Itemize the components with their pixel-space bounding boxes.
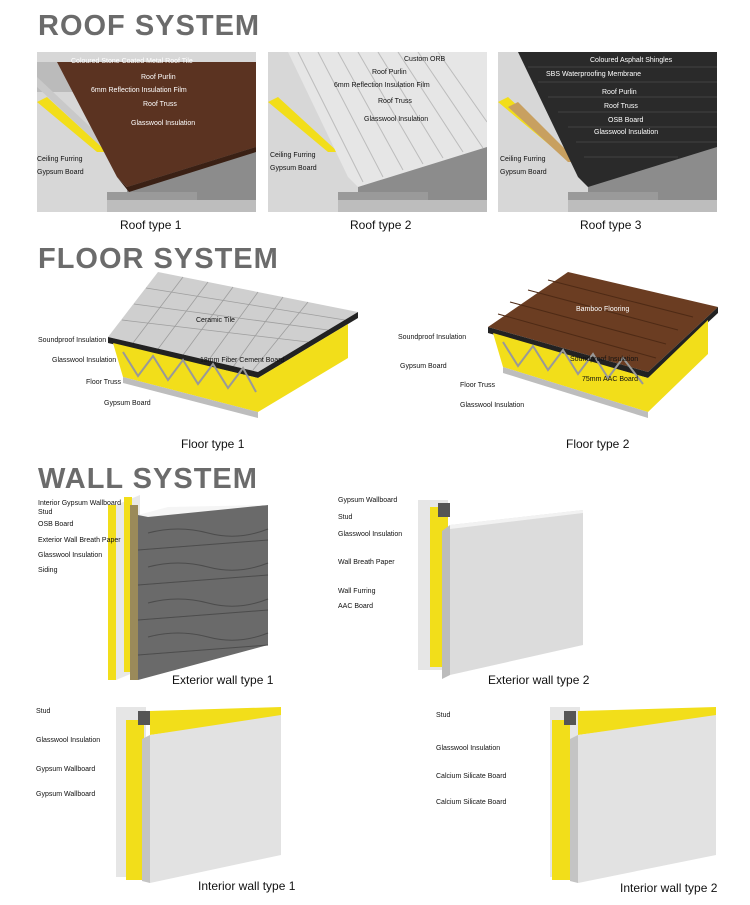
roof-type-2-caption: Roof type 2 [350,218,411,232]
roof1-label-furring: Ceiling Furring [37,156,83,163]
intwall1-label-glasswool: Glasswool Insulation [36,737,100,744]
wall-system-heading: WALL SYSTEM [38,465,258,494]
extwall2-label-glasswool: Glasswool Insulation [338,531,402,538]
floor-type-1-caption: Floor type 1 [181,437,244,451]
roof1-label-film: 6mm Reflection Insulation Film [91,87,187,94]
exterior-wall-type-2-caption: Exterior wall type 2 [488,673,589,687]
roof-type-3-diagram: Coloured Asphalt Shingles SBS Waterproof… [498,52,717,212]
floor-type-2-diagram: Bamboo Flooring Soundproof Insulation So… [398,272,718,432]
floor-type-2-illustration [398,272,718,432]
extwall2-label-stud: Stud [338,514,352,521]
floor-type-2-caption: Floor type 2 [566,437,629,451]
intwall2-label-stud: Stud [436,712,450,719]
intwall2-label-calcium-b: Calcium Silicate Board [436,799,506,806]
roof-system-heading: ROOF SYSTEM [38,12,260,41]
exterior-wall-type-2-diagram: Gypsum Wallboard Stud Glasswool Insulati… [338,495,588,680]
roof2-label-gypsum: Gypsum Board [270,165,317,172]
floor2-label-gypsum: Gypsum Board [400,363,447,370]
extwall2-label-breath: Wall Breath Paper [338,559,395,566]
roof2-label-furring: Ceiling Furring [270,152,316,159]
interior-wall-type-1-caption: Interior wall type 1 [198,879,295,893]
floor2-label-truss: Floor Truss [460,382,495,389]
extwall2-label-gypsum: Gypsum Wallboard [338,497,397,504]
roof3-label-purlin: Roof Purlin [602,89,637,96]
roof3-label-gypsum: Gypsum Board [500,169,547,176]
roof-type-2-diagram: Custom ORB Roof Purlin 6mm Reflection In… [268,52,487,212]
roof3-label-furring: Ceiling Furring [500,156,546,163]
extwall1-label-breath: Exterior Wall Breath Paper [38,537,121,544]
floor1-label-fiber: 18mm Fiber Cement Board [200,357,284,364]
floor1-label-soundproof: Soundproof Insulation [38,337,106,344]
exterior-wall-1-illustration [38,495,278,680]
extwall1-label-stud: Stud [38,509,52,516]
roof3-label-truss: Roof Truss [604,103,638,110]
interior-wall-type-1-diagram: Stud Glasswool Insulation Gypsum Wallboa… [36,705,286,883]
floor2-label-soundproof-a: Soundproof Insulation [398,334,466,341]
roof2-label-orb: Custom ORB [404,56,445,63]
roof2-label-film: 6mm Reflection Insulation Film [334,82,430,89]
floor2-label-bamboo: Bamboo Flooring [576,306,629,313]
extwall1-label-osb: OSB Board [38,521,73,528]
roof3-label-glasswool: Glasswool Insulation [594,129,658,136]
roof1-label-purlin: Roof Purlin [141,74,176,81]
extwall1-label-siding: Siding [38,567,57,574]
interior-wall-type-2-diagram: Stud Glasswool Insulation Calcium Silica… [436,705,726,883]
floor1-label-truss: Floor Truss [86,379,121,386]
extwall2-label-aac: AAC Board [338,603,373,610]
extwall1-label-gypsum: Interior Gypsum Wallboard [38,500,121,507]
floor1-label-glasswool: Glasswool Insulation [52,357,116,364]
roof-type-1-diagram: Coloured Stone Coated Metal Roof Tile Ro… [37,52,256,212]
exterior-wall-type-1-caption: Exterior wall type 1 [172,673,273,687]
intwall1-label-stud: Stud [36,708,50,715]
roof2-label-purlin: Roof Purlin [372,69,407,76]
roof-type-2-illustration [268,52,487,212]
extwall1-label-glasswool: Glasswool Insulation [38,552,102,559]
extwall2-label-furring: Wall Furring [338,588,375,595]
interior-wall-type-2-caption: Interior wall type 2 [620,881,717,895]
intwall2-label-glasswool: Glasswool Insulation [436,745,500,752]
roof1-label-tile: Coloured Stone Coated Metal Roof Tile [71,58,193,65]
roof3-label-sbs: SBS Waterproofing Membrane [546,71,641,78]
intwall2-label-calcium-a: Calcium Silicate Board [436,773,506,780]
roof1-label-truss: Roof Truss [143,101,177,108]
floor1-label-ceramic: Ceramic Tile [196,317,235,324]
roof2-label-truss: Roof Truss [378,98,412,105]
interior-wall-2-illustration [436,705,726,883]
floor1-label-gypsum: Gypsum Board [104,400,151,407]
floor2-label-soundproof-b: Soundproof Insulation [570,356,638,363]
exterior-wall-type-1-diagram: Interior Gypsum Wallboard Stud OSB Board… [38,495,278,680]
exterior-wall-2-illustration [338,495,588,680]
roof1-label-gypsum: Gypsum Board [37,169,84,176]
roof-type-1-caption: Roof type 1 [120,218,181,232]
floor2-label-glasswool: Glasswool Insulation [460,402,524,409]
intwall1-label-gypsum-b: Gypsum Wallboard [36,791,95,798]
floor-type-1-illustration [38,272,358,432]
roof3-label-osb: OSB Board [608,117,643,124]
roof1-label-glasswool: Glasswool Insulation [131,120,195,127]
floor-system-heading: FLOOR SYSTEM [38,245,279,274]
floor-type-1-diagram: Ceramic Tile Soundproof Insulation Glass… [38,272,358,432]
roof3-label-shingles: Coloured Asphalt Shingles [590,57,672,64]
floor2-label-aac: 75mm AAC Board [582,376,638,383]
roof-type-3-caption: Roof type 3 [580,218,641,232]
intwall1-label-gypsum-a: Gypsum Wallboard [36,766,95,773]
roof2-label-glasswool: Glasswool Insulation [364,116,428,123]
